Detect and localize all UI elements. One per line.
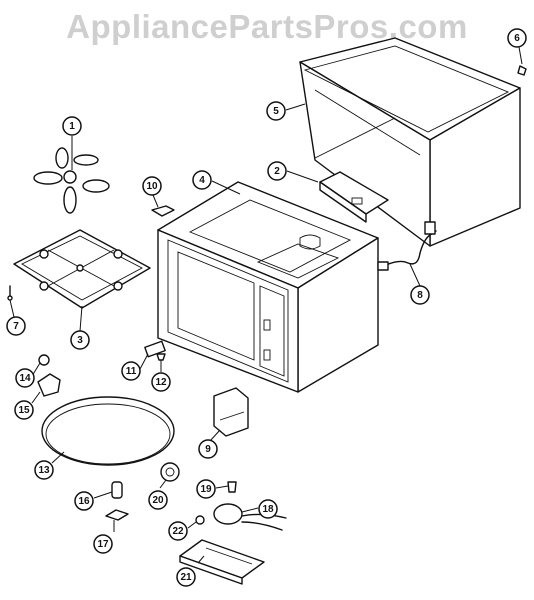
callout-21: 21 [176, 567, 196, 587]
callout-circle [142, 176, 162, 196]
callout-8: 8 [410, 285, 430, 305]
callout-18: 18 [258, 499, 278, 519]
plate-part-17 [105, 509, 129, 521]
coupler-part-16 [111, 481, 123, 499]
callout-number: 4 [199, 175, 205, 186]
callout-circle [507, 28, 527, 48]
screw-part-19 [227, 481, 237, 493]
callout-number: 16 [78, 496, 90, 507]
pin-part-7 [7, 285, 13, 301]
callout-number: 15 [18, 405, 30, 416]
callout-number: 21 [180, 572, 192, 583]
callout-number: 17 [97, 539, 109, 550]
callout-circle [258, 499, 278, 519]
callout-circle [410, 285, 430, 305]
callout-circle [148, 490, 168, 510]
callout-number: 3 [77, 335, 83, 346]
callout-19: 19 [196, 479, 216, 499]
callout-circle [168, 521, 188, 541]
callout-circle [151, 372, 171, 392]
callout-14: 14 [15, 368, 35, 388]
callout-22: 22 [168, 521, 188, 541]
callout-number: 5 [273, 106, 279, 117]
leader-lines [9, 46, 523, 564]
callout-circle [266, 101, 286, 121]
callout-circle [6, 316, 26, 336]
gear-part-20 [160, 462, 180, 482]
callout-4: 4 [192, 170, 212, 190]
callout-number: 10 [146, 181, 158, 192]
callout-number: 20 [152, 495, 164, 506]
callout-7: 7 [6, 316, 26, 336]
callout-circle [267, 161, 287, 181]
callout-12: 12 [151, 372, 171, 392]
callout-circle [70, 330, 90, 350]
callout-13: 13 [34, 460, 54, 480]
callout-10: 10 [142, 176, 162, 196]
callout-16: 16 [74, 491, 94, 511]
callout-number: 11 [126, 366, 137, 377]
screw-part-12 [156, 353, 166, 361]
callout-number: 22 [172, 526, 184, 537]
callout-20: 20 [148, 490, 168, 510]
callout-15: 15 [14, 400, 34, 420]
callout-11: 11 [121, 361, 141, 381]
callout-circle [93, 534, 113, 554]
callout-number: 2 [274, 166, 280, 177]
screw-part-6 [517, 65, 527, 76]
component-part-14 [38, 354, 50, 366]
callout-number: 8 [417, 290, 423, 301]
oven-cavity-assembly [157, 181, 379, 393]
callout-9: 9 [198, 439, 218, 459]
callout-circle [15, 368, 35, 388]
callout-circle [192, 170, 212, 190]
fan-blade [33, 147, 110, 214]
callout-number: 14 [19, 373, 31, 384]
latch-part-10 [151, 205, 175, 217]
callout-circle [34, 460, 54, 480]
callout-number: 18 [262, 504, 274, 515]
callout-number: 12 [155, 377, 167, 388]
callout-circle [74, 491, 94, 511]
callout-circle [198, 439, 218, 459]
outer-cabinet-shell [299, 37, 521, 247]
callout-5: 5 [266, 101, 286, 121]
callout-17: 17 [93, 534, 113, 554]
power-cord [377, 221, 437, 271]
callout-number: 19 [200, 484, 212, 495]
callout-3: 3 [70, 330, 90, 350]
screw-part-22 [195, 515, 205, 525]
callout-number: 9 [205, 444, 211, 455]
watermark-text: AppliancePartsPros.com [66, 8, 468, 45]
callout-number: 13 [38, 465, 50, 476]
callout-circle [196, 479, 216, 499]
duct-bracket [319, 171, 389, 223]
callout-number: 1 [69, 121, 75, 132]
callout-number: 6 [514, 33, 520, 44]
callout-circle [14, 400, 34, 420]
cover-tray-part-21 [179, 539, 265, 585]
bracket-part-9 [213, 387, 249, 437]
callout-number: 7 [13, 321, 19, 332]
component-part-15 [37, 373, 61, 397]
glass-turntable-tray [41, 396, 175, 466]
callout-circle [62, 116, 82, 136]
turntable-support [13, 229, 151, 309]
callout-circle [176, 567, 196, 587]
callout-2: 2 [267, 161, 287, 181]
callout-6: 6 [507, 28, 527, 48]
callout-circle [121, 361, 141, 381]
callout-1: 1 [62, 116, 82, 136]
